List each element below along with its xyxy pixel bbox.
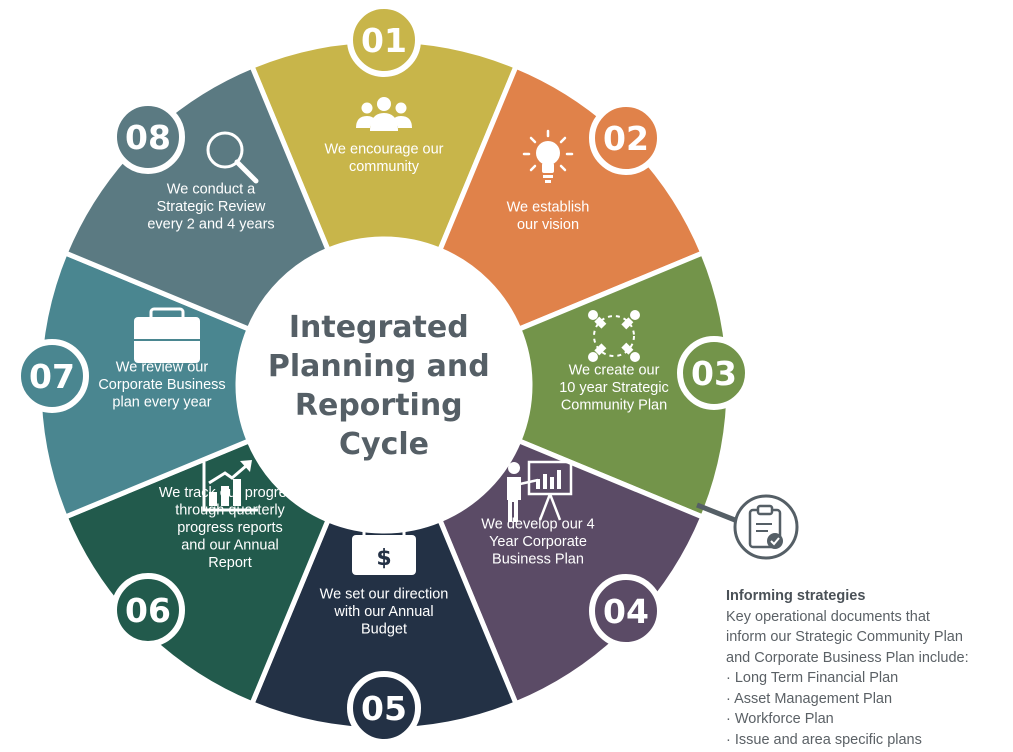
segment-description-line: We conduct a: [167, 182, 256, 198]
step-badge-05: [347, 671, 421, 745]
network-icon: [588, 310, 640, 362]
informing-strategies-intro-line: Key operational documents that: [726, 608, 930, 625]
step-number-04: 04: [603, 592, 649, 631]
step-badge-07: [15, 339, 89, 413]
center-title-line: Cycle: [339, 427, 429, 462]
segment-description-line: We track our progress: [159, 485, 301, 501]
segment-description-line: Report: [208, 555, 252, 571]
segment-description-line: Community Plan: [561, 398, 667, 414]
step-badge-06: [111, 573, 185, 647]
step-number-03: 03: [691, 354, 737, 393]
segment-description-line: Strategic Review: [157, 199, 266, 215]
segment-description-line: Corporate Business: [98, 377, 225, 393]
segment-description-line: and our Annual: [181, 538, 279, 554]
segment-description-line: plan every year: [112, 395, 211, 411]
community-icon: [356, 97, 412, 131]
growth-chart-icon: [202, 460, 258, 512]
center-title: Integrated Planning and Reporting Cycle: [268, 310, 500, 462]
segment-description-line: Year Corporate: [489, 534, 587, 550]
informing-strategies-list: Long Term Financial Plan Asset Managemen…: [726, 668, 1011, 750]
lightbulb-icon: [522, 129, 574, 183]
center-title-line: Planning and: [268, 349, 490, 384]
briefcase-icon: [134, 307, 200, 363]
step-badge-03: [677, 336, 751, 410]
step-number-01: 01: [361, 21, 407, 60]
list-item: Asset Management Plan: [726, 689, 1011, 710]
step-number-02: 02: [603, 119, 649, 158]
segment-description-line: our vision: [517, 217, 579, 233]
center-circle: [238, 239, 530, 531]
list-item: Long Term Financial Plan: [726, 668, 1011, 689]
magnifier-icon: [206, 131, 259, 184]
segment-description-line: Business Plan: [492, 552, 584, 568]
segment-description-line: We create our: [569, 363, 660, 379]
informing-strategies-intro-line: and Corporate Business Plan include:: [726, 649, 969, 666]
segment-description-line: We review our: [116, 360, 209, 376]
clipboard-check-icon: [733, 494, 799, 560]
step-badge-01: [347, 3, 421, 77]
segment-description-line: We develop our 4: [481, 517, 594, 533]
segment-description-line: community: [349, 159, 420, 175]
list-item: Workforce Plan: [726, 709, 1011, 730]
segment-description-line: We set our direction: [320, 587, 449, 603]
step-badge-04: [589, 574, 663, 648]
segment-description-line: with our Annual: [333, 604, 433, 620]
center-title-line: Integrated: [289, 310, 469, 345]
segment-description-02: We establish our vision: [507, 199, 590, 233]
step-number-07: 07: [29, 357, 75, 396]
informing-strategies-heading: Informing strategies: [726, 588, 866, 604]
segment-description-line: Budget: [361, 622, 407, 638]
list-item: Issue and area specific plans: [726, 730, 1011, 751]
step-number-08: 08: [125, 118, 171, 157]
informing-strategies-intro-line: inform our Strategic Community Plan: [726, 629, 963, 645]
segment-description-line: progress reports: [177, 520, 283, 536]
step-number-05: 05: [361, 689, 407, 728]
informing-strategies-panel: Informing strategies Key operational doc…: [726, 586, 1011, 750]
step-badge-02: [589, 101, 663, 175]
money-briefcase-icon: $: [352, 525, 416, 575]
step-number-06: 06: [125, 591, 171, 630]
connector-line: [696, 502, 741, 525]
segment-description-line: We establish: [507, 199, 590, 215]
segment-description-line: We encourage our: [324, 141, 443, 157]
segment-description-01: We encourage our community: [324, 141, 443, 175]
step-badge-08: [111, 100, 185, 174]
segment-description-line: every 2 and 4 years: [147, 217, 274, 233]
svg-text:$: $: [376, 546, 391, 571]
presentation-icon: [507, 460, 573, 522]
segment-description-line: 10 year Strategic: [559, 380, 669, 396]
center-title-line: Reporting: [295, 388, 463, 423]
